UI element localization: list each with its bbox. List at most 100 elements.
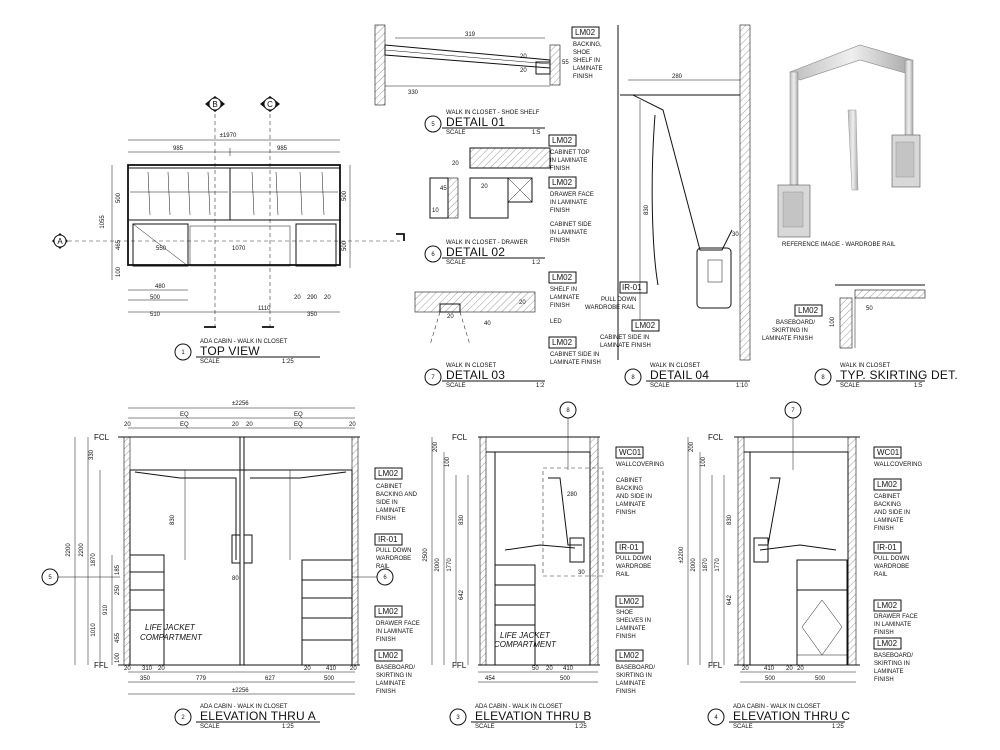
- svg-text:830: 830: [459, 514, 465, 525]
- svg-text:BACKING AND: BACKING AND: [376, 492, 418, 498]
- svg-text:PULL DOWN: PULL DOWN: [376, 548, 411, 554]
- svg-text:1070: 1070: [232, 246, 246, 252]
- svg-text:FINISH: FINISH: [376, 516, 396, 522]
- svg-text:1010: 1010: [91, 623, 97, 637]
- svg-text:200: 200: [433, 441, 439, 452]
- svg-text:1870: 1870: [91, 553, 97, 567]
- svg-text:ELEVATION THRU A: ELEVATION THRU A: [200, 709, 316, 723]
- svg-text:CABINET SIDE IN: CABINET SIDE IN: [600, 335, 649, 341]
- detail-02-tags: LM02 CABINET TOP IN LAMINATE FINISH LM02…: [548, 134, 594, 244]
- svg-text:45: 45: [440, 186, 447, 192]
- svg-text:IR-01: IR-01: [622, 283, 642, 292]
- callout-5: 5: [41, 568, 120, 586]
- elevation-a: ±2256 EQ EQ 20 EQ 20 EQ 20 20 FCL 830 80: [41, 401, 420, 730]
- svg-text:1: 1: [181, 350, 185, 356]
- svg-text:IR-01: IR-01: [378, 535, 398, 544]
- svg-text:COMPARTMENT: COMPARTMENT: [140, 633, 203, 642]
- svg-text:100: 100: [701, 456, 707, 467]
- svg-text:7: 7: [791, 408, 795, 414]
- elevation-c: 7 FCL 200 100 ±2200 2000 1870 1770 830 6…: [679, 401, 922, 730]
- svg-text:SKIRTING IN: SKIRTING IN: [772, 328, 808, 334]
- svg-text:LAMINATE: LAMINATE: [874, 518, 904, 524]
- detail-01: 319 330 20 20 55 LM02 BACKING, SHOE SHEL…: [374, 24, 603, 136]
- svg-text:642: 642: [727, 594, 733, 605]
- svg-text:BACKING: BACKING: [874, 502, 901, 508]
- svg-text:±2200: ±2200: [679, 546, 685, 563]
- svg-text:FINISH: FINISH: [874, 677, 894, 683]
- svg-text:50: 50: [866, 306, 873, 312]
- svg-text:2000: 2000: [691, 558, 697, 572]
- svg-text:FFL: FFL: [94, 661, 109, 670]
- svg-text:IN LAMINATE: IN LAMINATE: [376, 629, 413, 635]
- svg-text:410: 410: [563, 666, 574, 672]
- svg-text:LAMINATE FINISH: LAMINATE FINISH: [762, 336, 813, 342]
- svg-text:LM02: LM02: [552, 273, 573, 282]
- svg-text:55: 55: [562, 60, 569, 66]
- svg-text:50: 50: [532, 666, 539, 672]
- svg-text:500: 500: [116, 192, 122, 203]
- svg-text:FINISH: FINISH: [616, 634, 636, 640]
- svg-text:3: 3: [456, 715, 460, 721]
- svg-text:SIDE IN: SIDE IN: [376, 500, 398, 506]
- svg-text:BACKING: BACKING: [616, 486, 643, 492]
- svg-text:500: 500: [324, 676, 335, 682]
- detail-02: 20 20 45 10 LM02 CABINET TOP IN LAMINATE…: [424, 134, 594, 266]
- svg-text:SHOE: SHOE: [573, 50, 590, 56]
- svg-text:FINISH: FINISH: [376, 637, 396, 643]
- svg-text:LM02: LM02: [798, 306, 819, 315]
- svg-text:200: 200: [689, 441, 695, 452]
- svg-text:IN LAMINATE: IN LAMINATE: [874, 622, 911, 628]
- svg-text:8: 8: [566, 408, 570, 414]
- svg-text:40: 40: [484, 321, 491, 327]
- svg-text:FINISH: FINISH: [550, 303, 570, 309]
- svg-text:EQ: EQ: [180, 412, 189, 418]
- svg-text:FINISH: FINISH: [376, 689, 396, 695]
- svg-text:1770: 1770: [715, 558, 721, 572]
- svg-text:LM02: LM02: [877, 639, 898, 648]
- svg-text:DETAIL 02: DETAIL 02: [446, 245, 505, 259]
- svg-text:20: 20: [124, 666, 131, 672]
- section-marker-a: A: [52, 233, 405, 249]
- svg-text:AND SIDE IN: AND SIDE IN: [874, 510, 910, 516]
- svg-text:6: 6: [431, 252, 435, 258]
- svg-text:20: 20: [324, 295, 331, 301]
- svg-text:C: C: [267, 100, 273, 109]
- svg-text:330: 330: [89, 449, 95, 460]
- svg-text:500: 500: [765, 676, 776, 682]
- svg-text:LED: LED: [550, 319, 562, 325]
- svg-text:FCL: FCL: [452, 433, 468, 442]
- elev-b-tags: WC01 WALLCOVERING CABINET BACKING AND SI…: [615, 446, 664, 695]
- svg-text:ADA CABIN - WALK IN CLOSET: ADA CABIN - WALK IN CLOSET: [200, 339, 288, 345]
- svg-text:ADA CABIN - WALK IN CLOSET: ADA CABIN - WALK IN CLOSET: [733, 704, 821, 710]
- svg-text:ADA CABIN - WALK IN CLOSET: ADA CABIN - WALK IN CLOSET: [200, 704, 288, 710]
- svg-text:20: 20: [546, 666, 553, 672]
- detail-04: 280 830 30 IR-01 PULL DOWN WARDROBE RAIL…: [585, 24, 751, 389]
- svg-text:WALK IN CLOSET: WALK IN CLOSET: [840, 363, 890, 369]
- svg-text:CABINET TOP: CABINET TOP: [550, 150, 590, 156]
- svg-text:FINISH: FINISH: [573, 74, 593, 80]
- elev-a-tags: LM02 CABINET BACKING AND SIDE IN LAMINAT…: [374, 467, 420, 695]
- svg-text:LM02: LM02: [619, 597, 640, 606]
- svg-text:ELEVATION THRU C: ELEVATION THRU C: [733, 709, 850, 723]
- svg-text:WARDROBE: WARDROBE: [376, 556, 411, 562]
- svg-text:LM02: LM02: [635, 321, 656, 330]
- svg-text:290: 290: [307, 295, 318, 301]
- svg-text:500: 500: [560, 676, 571, 682]
- svg-text:TOP VIEW: TOP VIEW: [200, 344, 260, 358]
- svg-text:910: 910: [103, 604, 109, 615]
- svg-text:20: 20: [797, 666, 804, 672]
- svg-text:627: 627: [265, 676, 276, 682]
- svg-text:EQ: EQ: [294, 422, 303, 428]
- svg-text:20: 20: [350, 666, 357, 672]
- reference-image-wardrobe-rail: REFERENCE IMAGE - WARDROBE RAIL: [777, 44, 921, 248]
- svg-text:EQ: EQ: [180, 422, 189, 428]
- svg-text:CABINET: CABINET: [376, 484, 402, 490]
- svg-text:WALK IN CLOSET - DRAWER: WALK IN CLOSET - DRAWER: [446, 240, 528, 246]
- svg-text:FINISH: FINISH: [874, 630, 894, 636]
- svg-text:BASEBOARD/: BASEBOARD/: [874, 653, 913, 659]
- svg-text:6: 6: [383, 575, 387, 581]
- svg-text:BASEBOARD/: BASEBOARD/: [376, 665, 415, 671]
- svg-text:80: 80: [232, 576, 239, 582]
- svg-text:5: 5: [48, 575, 52, 581]
